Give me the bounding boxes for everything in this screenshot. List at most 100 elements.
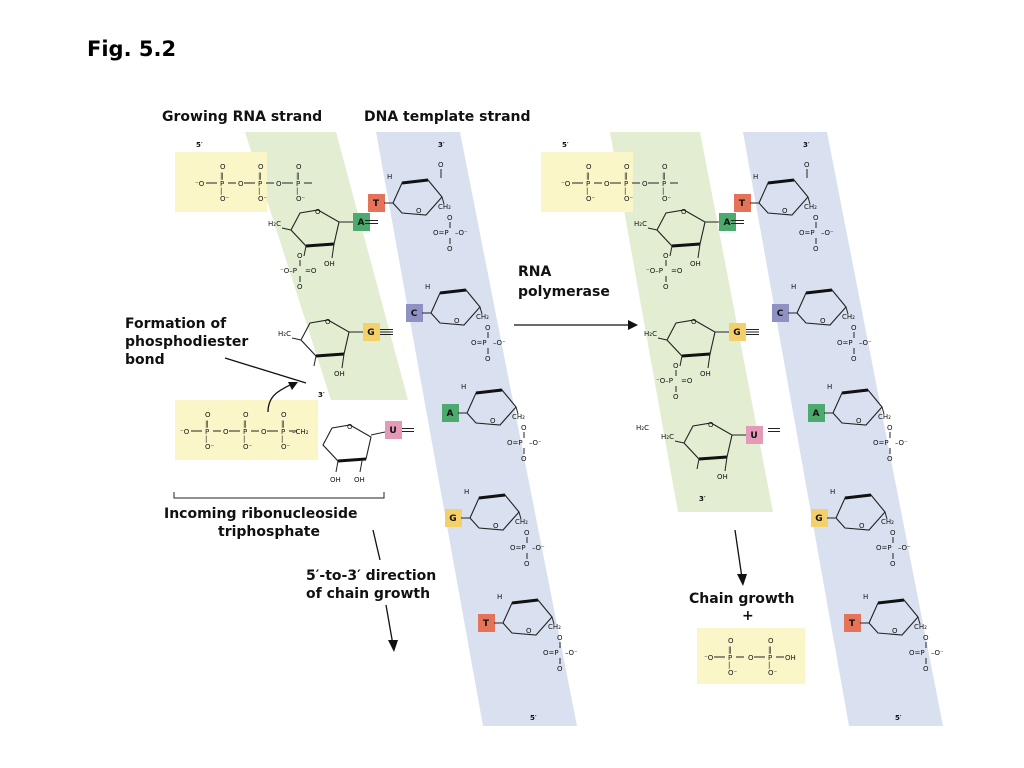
phosphate-oxygen: O — [261, 428, 267, 436]
phosphate-oxygen: O — [220, 163, 226, 171]
hydroxyl: OH — [700, 370, 711, 378]
deoxyribose-bold-edge — [805, 288, 833, 295]
ring-oxygen: O — [325, 318, 331, 326]
base-a — [719, 213, 736, 231]
bond: | — [205, 435, 207, 443]
phosphate-anion: –O⁻ — [493, 339, 506, 347]
phosphate-oxygen: O — [673, 362, 679, 370]
base-a-label: A — [447, 409, 454, 419]
double-bond: ‖ — [768, 646, 772, 654]
pyrophosphate-box — [697, 628, 805, 684]
ch2-group: CH₂ — [804, 203, 817, 211]
label-dna-template: DNA template strand — [364, 109, 531, 125]
phosphate-oxygen: O — [524, 560, 530, 568]
phosphate-oxygen: O — [890, 529, 896, 537]
phosphate-group: O=P — [909, 649, 925, 657]
phosphate-oxygen: O — [258, 163, 264, 171]
label-5prime-dna-left: 5′ — [530, 714, 537, 722]
bond-line — [479, 306, 483, 315]
ring-oxygen: O — [490, 417, 496, 425]
phosphorus: P — [281, 428, 285, 436]
phosphate-oxygen: O — [238, 180, 244, 188]
ribose-bold-edge — [698, 455, 728, 461]
phosphate-anion: –O⁻ — [455, 229, 468, 237]
bond-line — [917, 616, 921, 625]
double-bond: ‖ — [296, 172, 300, 180]
hydroxyl: OH — [785, 654, 796, 662]
hydroxyl: OH — [324, 260, 335, 268]
phosphate-anion: ⁻O — [195, 180, 205, 188]
base-u — [385, 421, 402, 439]
double-bond: ‖ — [205, 420, 209, 428]
phosphate-oxygen: O — [586, 163, 592, 171]
bond-line — [657, 337, 668, 341]
phosphate-oxygen: O — [557, 634, 563, 642]
phosphate-group: O=P — [471, 339, 487, 347]
bond-line — [518, 511, 522, 520]
base-c-label: C — [411, 309, 418, 319]
phosphate-oxygen: O — [205, 411, 211, 419]
phosphate-anion: –O⁻ — [895, 439, 908, 447]
bond: | — [258, 187, 260, 195]
base-g — [729, 323, 746, 341]
base-t-label: T — [373, 199, 380, 209]
label-3prime-rna-left: 3′ — [318, 391, 325, 399]
bond: | — [662, 187, 664, 195]
base-u-label: U — [389, 426, 396, 436]
base-t — [478, 614, 495, 632]
phosphate-oxygen: O — [281, 411, 287, 419]
base-g — [363, 323, 380, 341]
phosphate-oxygen: O — [851, 324, 857, 332]
phosphate-double-oxygen: =O — [681, 377, 693, 385]
phosphate-anion: –O⁻ — [529, 439, 542, 447]
phosphate-group: ⁻O–P — [280, 267, 297, 275]
phosphate-oxygen: O — [662, 163, 668, 171]
hydrogen: H — [497, 593, 502, 601]
base-a-label: A — [813, 409, 820, 419]
ch2-group: H₂C — [268, 220, 281, 228]
bond-line — [515, 406, 519, 415]
base-g — [445, 509, 462, 527]
deoxyribose-bold-edge — [475, 388, 503, 395]
base-c — [772, 304, 789, 322]
phosphate-group: O=P — [799, 229, 815, 237]
double-bond: ‖ — [728, 646, 732, 654]
hydroxyl: OH — [717, 473, 728, 481]
phosphate-anion: ⁻O — [180, 428, 190, 436]
deoxyribose-bold-edge — [877, 598, 905, 605]
hydrogen: H — [830, 488, 835, 496]
ch2-group: H₂C — [278, 330, 291, 338]
phosphate-anion: O⁻ — [296, 195, 306, 203]
phosphorus: P — [258, 180, 262, 188]
label-phosphodiester-line2: phosphodiester — [125, 334, 248, 350]
ch2-group: CH₂ — [914, 623, 927, 631]
phosphate-anion: –O⁻ — [898, 544, 911, 552]
ring-oxygen: O — [454, 317, 460, 325]
ring-oxygen: O — [892, 627, 898, 635]
ring-oxygen: O — [691, 318, 697, 326]
phosphate-oxygen: O — [768, 637, 774, 645]
phosphorus: P — [296, 180, 300, 188]
ring-oxygen: O — [856, 417, 862, 425]
hydrogen: H — [863, 593, 868, 601]
bond-line — [697, 243, 701, 259]
phosphate-oxygen: O — [851, 355, 857, 363]
rna-strand-band-right — [610, 132, 773, 512]
ribose-bold-edge — [315, 352, 345, 358]
bond-line — [341, 353, 345, 369]
phosphate-oxygen: O — [223, 428, 229, 436]
label-incoming-line1: Incoming ribonucleoside — [164, 506, 357, 522]
phosphate-group: O=P — [543, 649, 559, 657]
phosphate-oxygen: O — [296, 163, 302, 171]
label-5prime-rna-right: 5′ — [562, 141, 569, 149]
base-t-label: T — [739, 199, 746, 209]
dna-strand-band-right — [743, 132, 943, 726]
phosphate-oxygen: O — [521, 424, 527, 432]
base-t — [368, 194, 385, 212]
bond-line — [707, 353, 711, 369]
bond-line — [303, 245, 307, 257]
phosphate-anion: ⁻O — [561, 180, 571, 188]
direction-arrow — [385, 604, 394, 646]
base-a — [442, 404, 459, 422]
